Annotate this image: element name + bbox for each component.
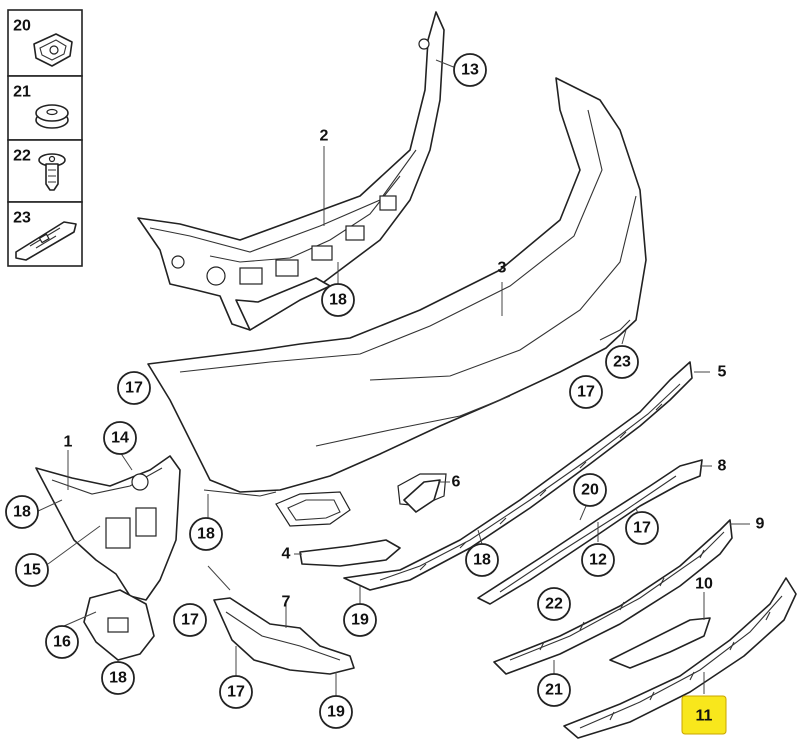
callout-8[interactable]: 8 xyxy=(718,458,727,475)
legend-num-22: 22 xyxy=(13,148,31,165)
legend-num-20: 20 xyxy=(13,18,31,35)
callout-17-e[interactable]: 17 xyxy=(219,675,253,709)
callout-label: 21 xyxy=(545,682,563,699)
legend-num-23: 23 xyxy=(13,210,31,227)
callout-label: 17 xyxy=(181,612,199,629)
callout-label: 15 xyxy=(23,562,41,579)
callout-label: 17 xyxy=(125,380,143,397)
callout-label: 2 xyxy=(320,128,329,145)
callout-label: 19 xyxy=(351,612,369,629)
callout-label: 12 xyxy=(589,552,607,569)
callout-label: 18 xyxy=(329,292,347,309)
callout-19-b[interactable]: 19 xyxy=(319,695,353,729)
callout-1[interactable]: 1 xyxy=(64,434,73,451)
callout-17-c[interactable]: 17 xyxy=(625,511,659,545)
callout-18-b[interactable]: 18 xyxy=(5,495,39,529)
callout-label: 13 xyxy=(461,62,479,79)
highlight-box xyxy=(681,695,727,735)
diffuser-part-11 xyxy=(563,577,797,739)
callout-label: 19 xyxy=(327,704,345,721)
callout-label: 23 xyxy=(613,354,631,371)
callout-label: 18 xyxy=(473,552,491,569)
callout-18-d[interactable]: 18 xyxy=(465,543,499,577)
callout-label: 1 xyxy=(64,434,73,451)
callout-5[interactable]: 5 xyxy=(718,364,727,381)
callout-6[interactable]: 6 xyxy=(452,474,461,491)
callout-label: 5 xyxy=(718,364,727,381)
callout-label: 16 xyxy=(53,634,71,651)
guide-strip-part-8 xyxy=(477,459,703,605)
callout-label: 17 xyxy=(577,384,595,401)
callout-label: 20 xyxy=(581,482,599,499)
callout-16[interactable]: 16 xyxy=(45,625,79,659)
callout-label: 4 xyxy=(282,546,291,563)
corner-trim-part-7 xyxy=(213,597,355,675)
lower-trim-part-9 xyxy=(493,519,733,675)
callout-label: 3 xyxy=(498,260,507,277)
callout-label: 11 xyxy=(696,708,713,725)
callout-9[interactable]: 9 xyxy=(756,516,765,533)
callout-label: 18 xyxy=(109,670,127,687)
bumper-carrier-part-2 xyxy=(137,11,445,331)
callout-14[interactable]: 14 xyxy=(103,421,137,455)
callout-23[interactable]: 23 xyxy=(605,345,639,379)
callout-4[interactable]: 4 xyxy=(282,546,291,563)
leader-lines xyxy=(35,59,750,700)
callout-7[interactable]: 7 xyxy=(282,594,291,611)
callout-15[interactable]: 15 xyxy=(15,553,49,587)
callout-label: 17 xyxy=(633,520,651,537)
callout-label: 18 xyxy=(13,504,31,521)
callout-label: 10 xyxy=(695,576,713,593)
expanding-rivet-icon xyxy=(38,153,66,191)
insert-part-10 xyxy=(609,617,711,669)
callout-label: 14 xyxy=(111,430,129,447)
callout-label: 8 xyxy=(718,458,727,475)
legend-panel: 20 21 22 23 xyxy=(7,9,83,267)
callout-label: 7 xyxy=(282,594,291,611)
callout-label: 6 xyxy=(452,474,461,491)
grommet-icon xyxy=(35,104,69,129)
trim-cover-part-6 xyxy=(403,479,441,513)
side-bracket-part-1 xyxy=(35,455,181,661)
callout-12[interactable]: 12 xyxy=(581,543,615,577)
callout-18-c[interactable]: 18 xyxy=(189,517,223,551)
legend-num-21: 21 xyxy=(13,84,31,101)
callout-19-a[interactable]: 19 xyxy=(343,603,377,637)
callout-13[interactable]: 13 xyxy=(453,53,487,87)
callout-22[interactable]: 22 xyxy=(537,587,571,621)
bracket-clip-icon xyxy=(15,221,77,261)
callout-17-d[interactable]: 17 xyxy=(173,603,207,637)
callout-2[interactable]: 2 xyxy=(320,128,329,145)
callout-17-a[interactable]: 17 xyxy=(117,371,151,405)
callout-label: 9 xyxy=(756,516,765,533)
callout-17-b[interactable]: 17 xyxy=(569,375,603,409)
callout-label: 18 xyxy=(197,526,215,543)
callout-11-highlighted[interactable]: 11 xyxy=(681,695,727,735)
callout-18-a[interactable]: 18 xyxy=(321,283,355,317)
callout-10[interactable]: 10 xyxy=(695,576,713,593)
callout-label: 17 xyxy=(227,684,245,701)
callout-20[interactable]: 20 xyxy=(573,473,607,507)
callout-3[interactable]: 3 xyxy=(498,260,507,277)
clip-nut-icon xyxy=(33,33,73,67)
callout-21[interactable]: 21 xyxy=(537,673,571,707)
callout-18-e[interactable]: 18 xyxy=(101,661,135,695)
reflector-part-4 xyxy=(299,539,401,567)
guide-rail-part-5 xyxy=(343,361,693,591)
callout-label: 22 xyxy=(545,596,563,613)
